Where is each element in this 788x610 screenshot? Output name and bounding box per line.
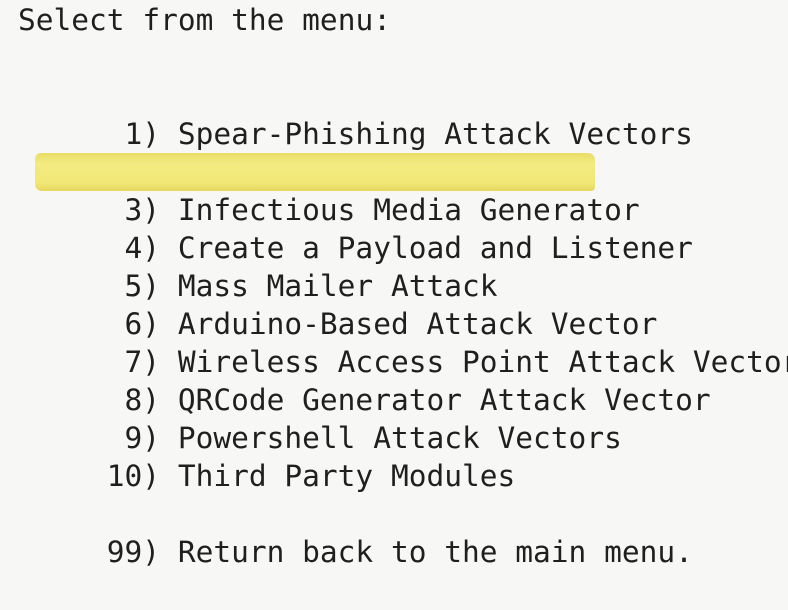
item-number: 1)	[124, 117, 161, 151]
menu-item-qrcode: 8) QRCode Generator Attack Vector	[18, 343, 788, 417]
menu-item-wireless-ap: 7) Wireless Access Point Attack Vector	[18, 305, 788, 379]
menu-item-third-party: 10) Third Party Modules	[18, 419, 788, 493]
menu-item-powershell: 9) Powershell Attack Vectors	[18, 381, 788, 455]
item-number: 9)	[124, 421, 161, 455]
blank-line	[18, 533, 788, 571]
menu-item-arduino: 6) Arduino-Based Attack Vector	[18, 267, 788, 341]
item-label: Powershell Attack Vectors	[177, 421, 622, 455]
item-label: Create a Payload and Listener	[177, 231, 693, 265]
item-number: 5)	[124, 269, 161, 303]
prompt-line[interactable]: set>3	[4, 571, 788, 609]
item-number: 10)	[106, 459, 161, 493]
item-label: Return back to the main menu.	[177, 535, 693, 569]
menu-item-mass-mailer: 5) Mass Mailer Attack	[18, 229, 788, 303]
blank-line	[18, 39, 788, 77]
item-label: Infectious Media Generator	[177, 193, 640, 227]
menu-item-website: 2)Website Attack Vectors	[18, 115, 788, 189]
menu-item-create-payload: 4) Create a Payload and Listener	[18, 191, 788, 265]
item-number: 3)	[124, 193, 161, 227]
item-label: Spear-Phishing Attack Vectors	[177, 117, 693, 151]
item-number: 8)	[124, 383, 161, 417]
item-label: Mass Mailer Attack	[177, 269, 498, 303]
item-number: 7)	[124, 345, 161, 379]
item-label: QRCode Generator Attack Vector	[177, 383, 711, 417]
item-label: Arduino-Based Attack Vector	[177, 307, 658, 341]
item-label: Third Party Modules	[177, 459, 516, 493]
item-number: 4)	[124, 231, 161, 265]
menu-header: Select from the menu:	[18, 3, 391, 37]
item-number: 6)	[124, 307, 161, 341]
menu-item-spear-phishing: 1) Spear-Phishing Attack Vectors	[18, 77, 788, 151]
item-label: Wireless Access Point Attack Vector	[177, 345, 788, 379]
menu-item-return-main-menu: 99) Return back to the main menu.	[18, 495, 788, 569]
menu-item-infectious-media-highlighted: 3) Infectious Media Generator	[18, 153, 788, 227]
item-number: 99)	[106, 535, 161, 569]
blank-line	[18, 457, 788, 495]
